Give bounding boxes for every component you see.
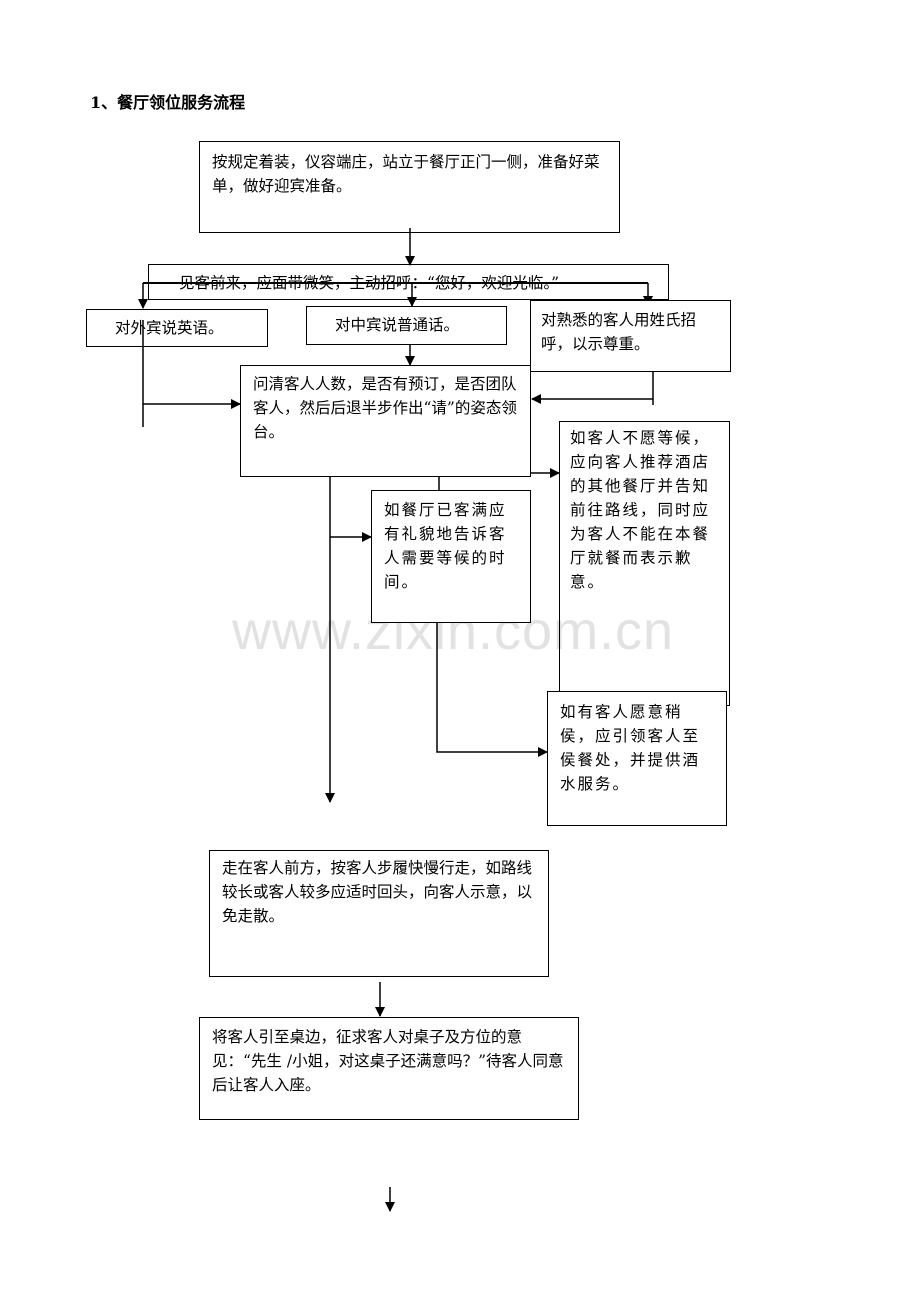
step-table: 将客人引至桌边，征求客人对桌子及方位的意见：“先生 /小姐，对这桌子还满意吗？”…	[199, 1017, 579, 1120]
step-chinese: 对中宾说普通话。	[306, 306, 507, 345]
arrow-full-willing	[436, 623, 548, 757]
step-prepare: 按规定着装，仪容端庄，站立于餐厅正门一侧，准备好菜单，做好迎宾准备。	[199, 141, 620, 233]
step-willing: 如有客人愿意稍侯，应引领客人至侯餐处，并提供酒水服务。	[547, 691, 727, 826]
step-lead: 走在客人前方，按客人步履快慢行走，如路线较长或客人较多应适时回头，向客人示意，以…	[209, 850, 549, 977]
step-ask: 问清客人人数，是否有预订，是否团队客人，然后后退半步作出“请”的姿态领台。	[240, 365, 531, 477]
step-foreign: 对外宾说英语。	[86, 309, 268, 347]
step-greet: 见客前来，应面带微笑，主动招呼：“您好，欢迎光临。”	[148, 264, 669, 300]
step-familiar: 对熟悉的客人用姓氏招呼，以示尊重。	[530, 300, 731, 372]
page-title: 1、餐厅领位服务流程	[90, 93, 246, 112]
step-unwilling: 如客人不愿等候，应向客人推荐酒店的其他餐厅并告知前往路线，同时应为客人不能在本餐…	[559, 421, 730, 706]
step-full: 如餐厅已客满应有礼貌地告诉客人需要等候的时间。	[371, 490, 531, 623]
